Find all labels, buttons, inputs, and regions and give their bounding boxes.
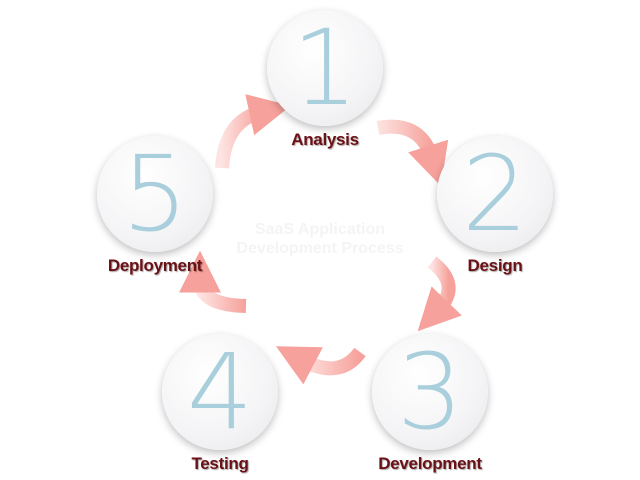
arrow-2-to-3 [417, 256, 462, 332]
step-number: 3 [396, 331, 464, 453]
arrow-5-to-1 [215, 94, 291, 169]
step-testing: 4 Testing [162, 331, 278, 473]
step-label: Design [467, 256, 523, 275]
step-label: Development [378, 454, 482, 473]
title-line-1: SaaS Application [254, 221, 386, 238]
arrow-3-to-4 [275, 346, 366, 385]
diagram-title: SaaS Application Development Process [200, 220, 440, 258]
step-number: 1 [291, 7, 359, 129]
step-label: Testing [191, 454, 249, 473]
step-label: Deployment [107, 256, 203, 275]
step-development: 3 Development [372, 331, 488, 473]
step-number: 5 [121, 133, 189, 255]
arrow-4-to-5 [179, 250, 247, 313]
step-number: 2 [461, 133, 529, 255]
step-label: Analysis [291, 130, 359, 149]
title-line-2: Development Process [236, 240, 404, 257]
arrow-1-to-2 [376, 119, 449, 187]
step-analysis: 1 Analysis [267, 7, 383, 149]
step-design: 2 Design [437, 133, 553, 275]
step-deployment: 5 Deployment [97, 133, 213, 275]
step-number: 4 [186, 331, 254, 453]
